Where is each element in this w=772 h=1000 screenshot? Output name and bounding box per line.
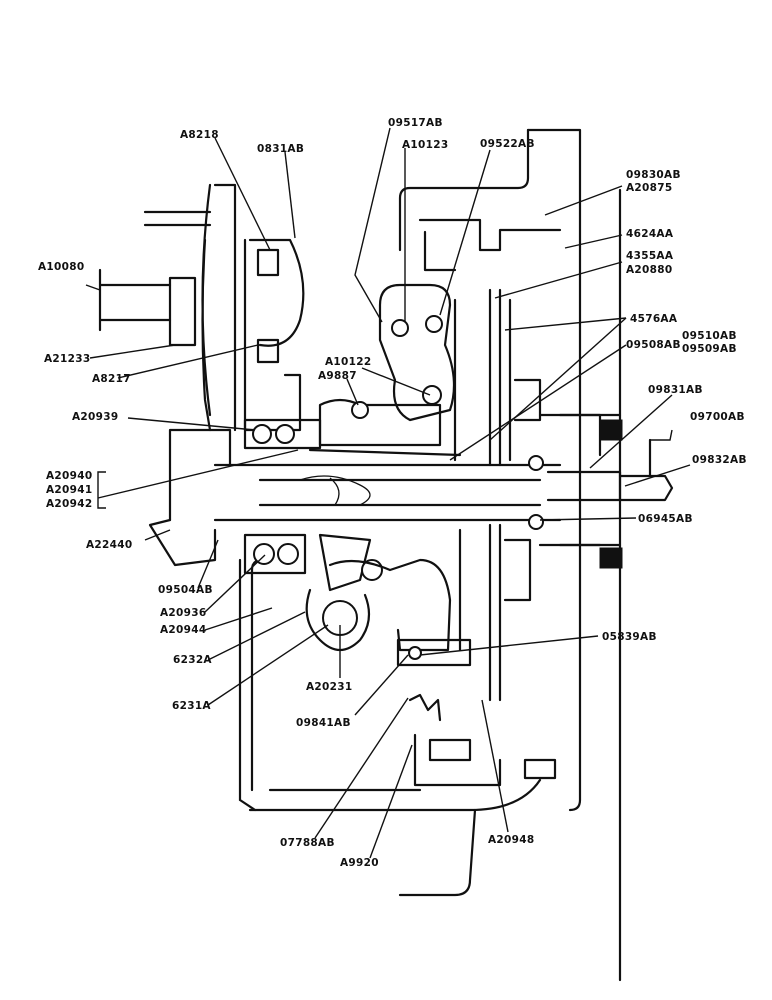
label-a10123: A10123 bbox=[402, 139, 448, 151]
label-09700ab: 09700AB bbox=[690, 411, 745, 423]
label-09841ab: 09841AB bbox=[296, 717, 351, 729]
label-09504ab: 09504AB bbox=[158, 584, 213, 596]
transmission-housing bbox=[143, 128, 622, 982]
label-05839ab: 05839AB bbox=[602, 631, 657, 643]
label-09832ab: 09832AB bbox=[692, 454, 747, 466]
label-a10122: A10122 bbox=[325, 356, 371, 368]
label-4624aa: 4624AA bbox=[626, 228, 674, 240]
label-a20880: A20880 bbox=[626, 264, 672, 276]
label-a8217: A8217 bbox=[92, 373, 131, 385]
label-a20944: A20944 bbox=[160, 624, 206, 636]
lower-spring bbox=[408, 693, 557, 787]
label-a20231: A20231 bbox=[306, 681, 352, 693]
label-a21233: A21233 bbox=[44, 353, 90, 365]
label-09522ab: 09522AB bbox=[480, 138, 535, 150]
label-a20940: A20940 bbox=[46, 470, 92, 482]
label-a20936: A20936 bbox=[160, 607, 206, 619]
label-a20942: A20942 bbox=[46, 498, 92, 510]
label-a20939: A20939 bbox=[72, 411, 118, 423]
label-07788ab: 07788AB bbox=[280, 837, 335, 849]
label-a8218: A8218 bbox=[180, 129, 219, 141]
label-a9920: A9920 bbox=[340, 857, 379, 869]
bearings bbox=[243, 418, 544, 575]
label-a10080: A10080 bbox=[38, 261, 84, 273]
label-06945ab: 06945AB bbox=[638, 513, 693, 525]
shift-fork bbox=[305, 533, 472, 667]
input-shaft bbox=[98, 268, 197, 347]
label-09508ab: 09508AB bbox=[626, 339, 681, 351]
part-labels: A8218 0831AB 09517AB A10123 09522AB 0983… bbox=[38, 117, 747, 869]
label-6232a: 6232A bbox=[173, 654, 212, 666]
label-a22440: A22440 bbox=[86, 539, 132, 551]
label-0831ab: 0831AB bbox=[257, 143, 304, 155]
label-a9887: A9887 bbox=[318, 370, 357, 382]
label-09831ab: 09831AB bbox=[648, 384, 703, 396]
label-a20941: A20941 bbox=[46, 484, 92, 496]
label-09509ab: 09509AB bbox=[682, 343, 737, 355]
label-6231a: 6231A bbox=[172, 700, 211, 712]
label-4355aa: 4355AA bbox=[626, 250, 674, 262]
label-a20875: A20875 bbox=[626, 182, 672, 194]
clutch-lever-assembly bbox=[308, 218, 562, 457]
leader-lines bbox=[85, 127, 691, 859]
clutch-plates bbox=[453, 288, 542, 702]
right-hub bbox=[538, 413, 623, 569]
label-09517ab: 09517AB bbox=[388, 117, 443, 129]
label-a20948: A20948 bbox=[488, 834, 534, 846]
upper-flange bbox=[243, 238, 305, 432]
label-4576aa: 4576AA bbox=[630, 313, 678, 325]
label-09510ab: 09510AB bbox=[682, 330, 737, 342]
main-shaft bbox=[213, 438, 674, 522]
label-09830ab: 09830AB bbox=[626, 169, 681, 181]
